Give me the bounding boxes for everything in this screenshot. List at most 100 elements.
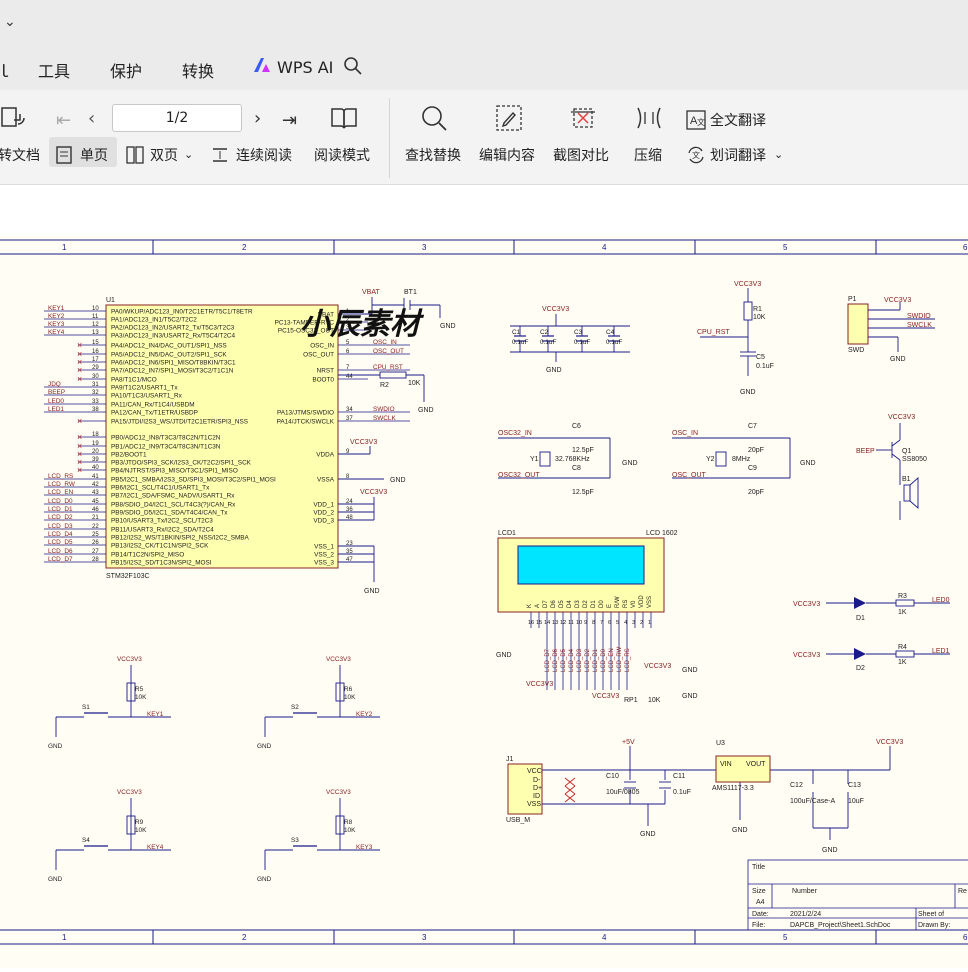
edit-content-icon[interactable] — [495, 104, 523, 136]
menu-item-protect[interactable]: 保护 — [110, 62, 143, 81]
menu-item-wps-ai[interactable]: WPS AI — [277, 58, 334, 77]
mcu-left-pin-num: 11 — [92, 314, 99, 320]
screenshot-compare-icon[interactable] — [569, 104, 597, 136]
lcd-net-label: LCD_D0 — [601, 648, 607, 672]
mcu-left-pin-num: 12 — [92, 322, 99, 328]
mcu-left-pin-num: 41 — [92, 474, 99, 480]
last-page-icon[interactable]: ⇥ — [282, 110, 298, 131]
lcd-net-label: LCD_D1 — [593, 648, 599, 672]
first-page-icon[interactable]: ⇤ — [56, 110, 72, 131]
search-icon[interactable] — [343, 56, 363, 80]
read-mode-icon[interactable] — [330, 104, 358, 136]
cap-ref: C2 — [540, 329, 549, 336]
word-translate-button[interactable]: 划词翻译 — [710, 148, 766, 164]
col-num-b6: 6 — [963, 933, 968, 942]
svg-text:文: 文 — [697, 117, 705, 127]
mcu-left-pin-label: PB4/NJTRST/SPI3_MISO/T3C1/SPI1_MISO — [111, 468, 238, 475]
chevron-down-icon[interactable]: ⌄ — [4, 14, 16, 30]
double-page-button[interactable]: 双页 — [150, 148, 178, 164]
mcu-left-pin-num: 33 — [92, 399, 99, 405]
mcu-right-pin-num: 9 — [346, 449, 350, 455]
usb-vcc: VCC — [527, 768, 542, 775]
continuous-read-icon[interactable] — [212, 147, 228, 167]
net-label: SWDIO — [373, 406, 395, 413]
mcu-right-pin-num: 6 — [346, 349, 350, 355]
net-label: KEY4 — [48, 329, 65, 336]
mcu-right-pin-label: VSS_1 — [314, 544, 334, 551]
gnd-ams: GND — [732, 827, 748, 834]
gnd-decoup: GND — [546, 367, 562, 374]
compress-icon[interactable] — [634, 104, 664, 136]
vcc-lcd: VCC3V3 — [526, 681, 553, 688]
lcd-pin-label: D0 — [599, 600, 605, 608]
word-translate-dropdown-icon[interactable]: ⌄ — [774, 148, 784, 161]
full-translate-button[interactable]: 全文翻译 — [710, 113, 766, 129]
usb-dm: D- — [533, 777, 541, 784]
col-num-6: 6 — [963, 243, 968, 252]
mcu-left-pin-label: PA12/CAN_Tx/T1ETR/USBDP — [111, 410, 198, 417]
compress-button[interactable]: 压缩 — [634, 148, 662, 164]
screenshot-compare-button[interactable]: 截图对比 — [553, 148, 609, 164]
gnd-y1: GND — [622, 460, 638, 467]
ams-label: AMS1117-3.3 — [712, 785, 754, 792]
wps-ai-icon[interactable] — [252, 56, 272, 78]
c12-ref: C12 — [790, 782, 803, 789]
key-r-ref: R5 — [135, 686, 144, 693]
next-page-icon[interactable]: › — [254, 108, 262, 129]
key-r-val: 10K — [344, 827, 356, 834]
no-connect-mark: × — [77, 357, 82, 367]
lcd-pins: K16A15D714D613D512D411D310D29D18D07E6R/W… — [527, 595, 653, 690]
schematic-canvas: 1 2 3 4 5 6 1 2 3 4 5 6 U1 STM32F103C PA… — [0, 236, 968, 968]
p5v-net: +5V — [622, 739, 635, 746]
continuous-read-button[interactable]: 连续阅读 — [236, 148, 292, 164]
key-r-val: 10K — [135, 827, 147, 834]
c6-ref: C6 — [572, 423, 581, 430]
cap-ref: C1 — [512, 329, 521, 336]
mcu-left-pin-label: PA15/JTDI/I2S3_WS/JTDI/T2C1ETR/SPI3_NSS — [111, 419, 248, 426]
gnd-reg: GND — [822, 847, 838, 854]
double-page-icon[interactable] — [126, 146, 144, 168]
key-vcc: VCC3V3 — [117, 656, 142, 663]
tb-size: Size — [752, 888, 766, 895]
c11-ref: C11 — [673, 773, 685, 780]
read-mode-button[interactable]: 阅读模式 — [314, 148, 370, 164]
lcd-pin-num: 6 — [608, 620, 611, 626]
toolbar: 转文档 ⇤ ‹ 1/2 › ⇥ 单页 双页 ⌄ 连续阅读 阅读模式 查找替换 编… — [0, 90, 968, 185]
lcd1-ref: LCD1 — [498, 530, 516, 537]
word-translate-icon[interactable]: 文 — [686, 145, 706, 169]
find-replace-button[interactable]: 查找替换 — [405, 148, 461, 164]
gnd-usb: GND — [640, 831, 656, 838]
mcu-left-pin-label: PA9/T1C2/USART1_Tx — [111, 385, 178, 392]
prev-page-icon[interactable]: ‹ — [88, 108, 96, 129]
svg-text:文: 文 — [692, 150, 700, 160]
mcu-right-pin-label: VDDA — [316, 452, 334, 459]
convert-doc-label[interactable]: 转文档 — [0, 148, 40, 164]
single-page-button[interactable]: 单页 — [80, 148, 108, 164]
swd-label: SWD — [848, 347, 864, 354]
key-net: KEY1 — [147, 711, 164, 718]
mcu-left-pins: PA0/WKUP/ADC123_IN0/T2C1ETR/T5C1/T8ETR10… — [44, 305, 276, 567]
mcu-left-pin-label: PB2/BOOT1 — [111, 452, 147, 459]
single-page-icon[interactable] — [56, 146, 72, 168]
mcu-right-pin-label: VSS_2 — [314, 552, 334, 559]
tb-file-val: DAPCB_Project\Sheet1.SchDoc — [790, 922, 891, 929]
vin-pin: VIN — [720, 761, 732, 768]
double-page-dropdown-icon[interactable]: ⌄ — [184, 148, 194, 161]
net-label: LCD_D2 — [48, 514, 73, 521]
key-pullup-resistor — [335, 815, 345, 835]
ams1117-body — [715, 755, 771, 783]
schematic-page[interactable]: 1 2 3 4 5 6 1 2 3 4 5 6 U1 STM32F103C PA… — [0, 235, 968, 968]
net-label: LCD_D5 — [48, 539, 73, 546]
menu-item-convert[interactable]: 转换 — [182, 62, 215, 81]
lcd-pin-num: 1 — [648, 620, 651, 626]
page-number-input[interactable]: 1/2 — [112, 104, 242, 132]
gnd-y2: GND — [800, 460, 816, 467]
net-label: OSC_IN — [373, 339, 397, 346]
find-replace-icon[interactable] — [420, 104, 448, 136]
col-num-b2: 2 — [242, 933, 247, 942]
edit-content-button[interactable]: 编辑内容 — [479, 148, 535, 164]
menu-item-tools[interactable]: 工具 — [38, 62, 71, 81]
swclk-net: SWCLK — [907, 322, 932, 329]
convert-doc-icon[interactable] — [0, 104, 28, 136]
